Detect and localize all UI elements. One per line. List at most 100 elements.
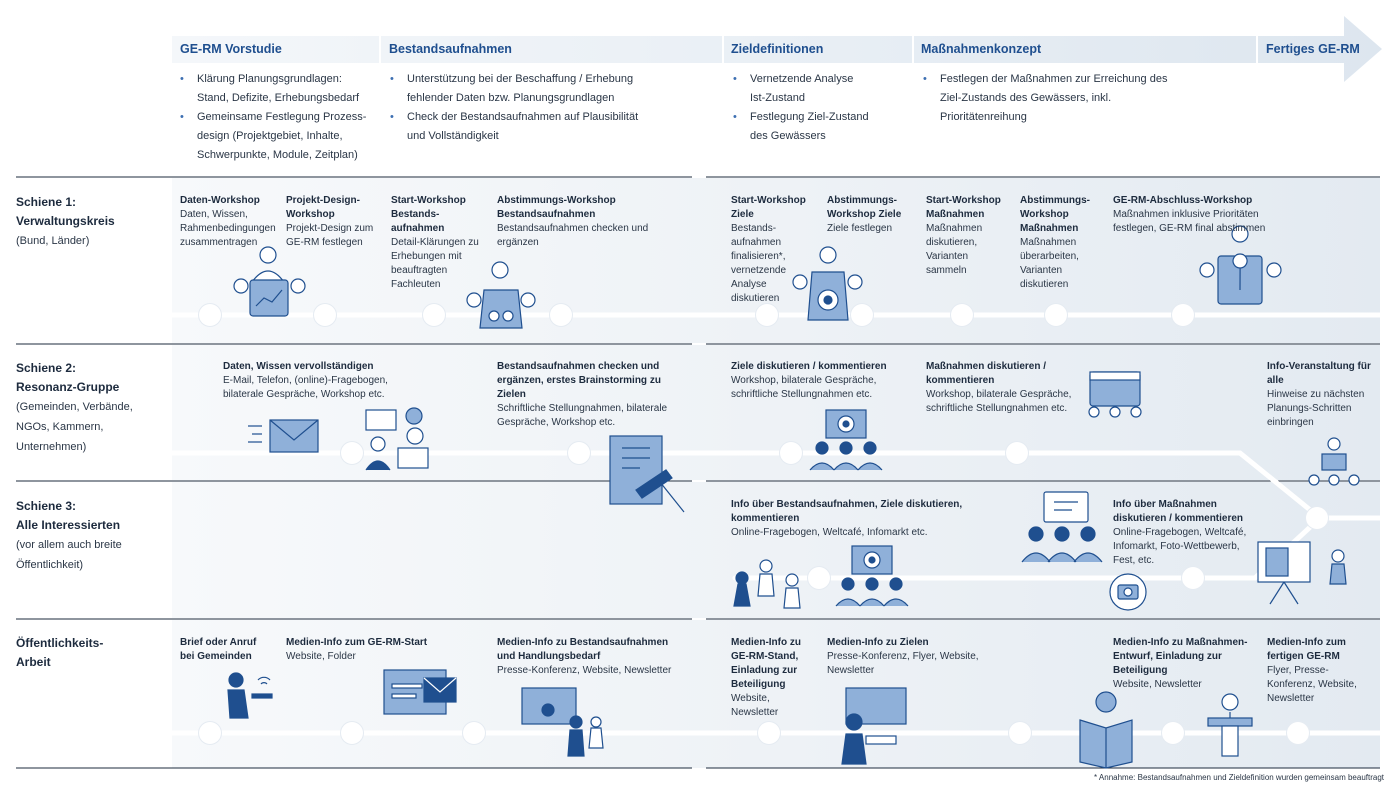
block-title: Info-Veranstaltung für alle [1267, 361, 1371, 386]
block-title: Abstimmungs-Workshop Maßnahmen [1020, 195, 1090, 234]
bullet: Vernetzende Analyse Ist-Zustand [731, 70, 871, 108]
node [1182, 567, 1204, 589]
row-band-3 [172, 482, 1380, 618]
oa-medien-info-bestandsaufnahmen: Medien-Info zu Bestandsaufnahmen und Han… [497, 636, 687, 678]
block-title: Daten-Workshop [180, 195, 260, 206]
node [341, 722, 363, 744]
workshop-binoculars-icon [466, 261, 536, 329]
people-charts-icon [365, 407, 429, 471]
s2-bestandsaufnahmen-checken: Bestandsaufnahmen checken und ergänzen, … [497, 360, 685, 430]
phase-zieldefinitionen-bullets: Vernetzende Analyse Ist-Zustand Festlegu… [731, 70, 871, 146]
oa-brief-anruf: Brief oder Anruf bei Gemeinden [180, 636, 272, 664]
node [550, 304, 572, 326]
phone-call-icon [227, 672, 273, 719]
oa-medien-info-massnahmen: Medien-Info zu Maßnahmen-Entwurf, Einlad… [1113, 636, 1258, 692]
workshop-map-icon [1199, 225, 1282, 305]
block-desc: Schriftliche Stellungnahmen, bilaterale … [497, 403, 668, 428]
node [199, 304, 221, 326]
s3-info-massnahmen: Info über Maßnahmen diskutieren / kommen… [1113, 498, 1255, 568]
chat-people-icon [1021, 491, 1103, 563]
node [1162, 722, 1184, 744]
document-pen-icon [609, 435, 685, 513]
presentation-screen-icon [1088, 371, 1142, 418]
node [756, 304, 778, 326]
timeline-s2 [169, 450, 1323, 521]
block-title: Start-Workshop Bestands-aufnahmen [391, 195, 466, 234]
email-icon [248, 419, 319, 453]
block-desc: Online-Fragebogen, Weltcafé, Infomarkt e… [731, 527, 928, 538]
node [758, 722, 780, 744]
phase-vorstudie-bullets: Klärung Planungsgrundlagen: Stand, Defiz… [178, 70, 374, 165]
people-group-icon [733, 559, 801, 609]
block-desc: Maßnahmen überarbeiten, Varianten diskut… [1020, 237, 1079, 290]
block-title: Start-Workshop Maßnahmen [926, 195, 1001, 220]
microphone-speaker-icon [1207, 693, 1253, 757]
row-title: Schiene 2: [16, 361, 77, 375]
row-sub: (Gemeinden, Verbände, NGOs, Kammern, Unt… [16, 401, 133, 453]
footnote: * Annahme: Bestandsaufnahmen und Zieldef… [1094, 773, 1384, 782]
node [1306, 507, 1328, 529]
s3-info-bestandsaufnahmen: Info über Bestandsaufnahmen, Ziele disku… [731, 498, 991, 540]
bullet: Festlegen der Maßnahmen zur Erreichung d… [921, 70, 1171, 127]
block-title: Medien-Info zu GE-RM-Stand, Einladung zu… [731, 637, 801, 690]
bullet: Check der Bestandsaufnahmen auf Plausibi… [388, 108, 658, 146]
node [1045, 304, 1067, 326]
block-title: Medien-Info zum fertigen GE-RM [1267, 637, 1346, 662]
press-conference-icon [521, 687, 604, 757]
row-title-2: Alle Interessierten [16, 518, 121, 532]
block-title: Start-Workshop Ziele [731, 195, 806, 220]
node [341, 442, 363, 464]
node [314, 304, 336, 326]
block-desc: Bestands-aufnahmen finalisieren*, vernet… [731, 223, 787, 304]
block-title: Medien-Info zu Zielen [827, 637, 929, 648]
block-desc: Website, Newsletter [1113, 679, 1202, 690]
phase-massnahmenkonzept-bullets: Festlegen der Maßnahmen zur Erreichung d… [921, 70, 1171, 127]
node [199, 722, 221, 744]
node [423, 304, 445, 326]
row-title: Schiene 3: [16, 499, 77, 513]
block-desc: Maßnahmen inklusive Prioritäten festlege… [1113, 209, 1266, 234]
block-title: GE-RM-Abschluss-Workshop [1113, 195, 1253, 206]
block-desc: Ziele festlegen [827, 223, 893, 234]
discussion-target-icon-2 [835, 545, 909, 607]
row-label-schiene-3: Schiene 3: Alle Interessierten (vor alle… [16, 497, 156, 575]
bullet: Klärung Planungsgrundlagen: Stand, Defiz… [178, 70, 374, 108]
row-sub: (Bund, Länder) [16, 235, 90, 247]
laptop-person-icon [841, 687, 907, 765]
row-band-4 [172, 620, 1380, 768]
discussion-target-icon [809, 409, 883, 471]
workshop-target-icon [792, 246, 863, 321]
workshop-chart-icon [233, 246, 306, 317]
row-title-2: Arbeit [16, 655, 51, 669]
block-title: Medien-Info zu Bestandsaufnahmen und Han… [497, 637, 669, 662]
row-label-oeffentlichkeitsarbeit: Öffentlichkeits- Arbeit [16, 634, 156, 672]
block-title: Projekt-Design-Workshop [286, 195, 360, 220]
node [463, 722, 485, 744]
block-desc: Website, Folder [286, 651, 356, 662]
block-title: Medien-Info zum GE-RM-Start [286, 637, 428, 648]
bullet: Festlegung Ziel-Zustand des Gewässers [731, 108, 871, 146]
block-desc: Daten, Wissen, Rahmenbedingungen zusamme… [180, 209, 276, 248]
node [1287, 722, 1309, 744]
block-title: Daten, Wissen vervollständigen [223, 361, 374, 372]
node [780, 442, 802, 464]
phase-bestandsaufnahmen: Bestandsaufnahmen [389, 42, 512, 56]
oa-medien-info-stand: Medien-Info zu GE-RM-Stand, Einladung zu… [731, 636, 813, 720]
block-desc: Detail-Klärungen zu Erhebungen mit beauf… [391, 237, 479, 290]
block-title: Abstimmungs-Workshop Bestandsaufnahmen [497, 195, 616, 220]
block-desc: Online-Fragebogen, Weltcafé, Infomarkt, … [1113, 527, 1247, 566]
block-desc: Maßnahmen diskutieren, Varianten sammeln [926, 223, 983, 276]
block-desc: Workshop, bilaterale Gespräche, schriftl… [926, 389, 1072, 414]
phase-vorstudie: GE-RM Vorstudie [180, 42, 282, 56]
